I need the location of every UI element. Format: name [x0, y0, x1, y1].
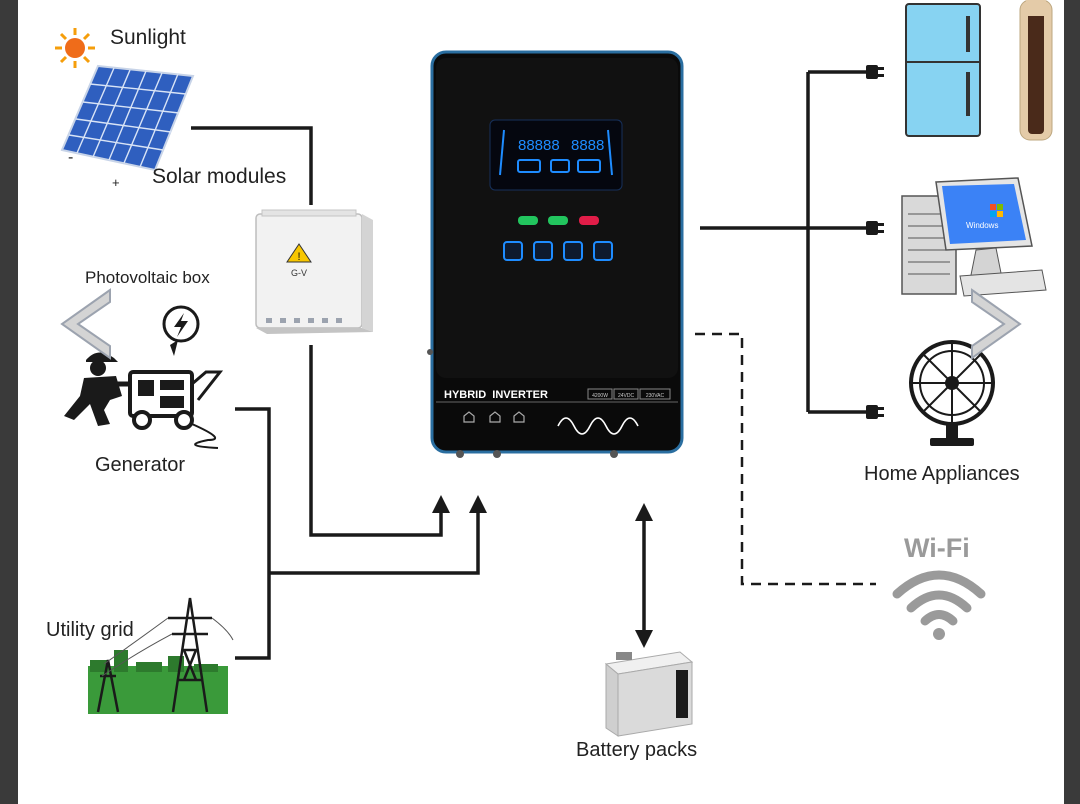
connection-lines — [191, 70, 878, 660]
label-sunlight: Sunlight — [110, 26, 186, 49]
svg-text:!: ! — [297, 251, 300, 263]
utility-grid-icon — [88, 597, 234, 714]
hybrid-inverter-icon: 88888 8888 HYBRID INVERTER 4200W 24VDC 2… — [427, 50, 684, 458]
sun-icon — [55, 28, 95, 68]
line-bus-to-inverter — [269, 510, 480, 575]
plug-icon — [866, 405, 884, 419]
label-solar-modules: Solar modules — [152, 165, 286, 188]
arrow-heads — [432, 495, 653, 648]
line-wifi-dashed — [695, 332, 876, 586]
plug-icon — [866, 65, 884, 79]
refrigerator-icon — [905, 3, 981, 137]
arrow-head-battery-up — [635, 503, 653, 521]
prev-image-button[interactable] — [56, 286, 120, 362]
svg-text:-: - — [68, 149, 73, 166]
arrow-head-pv — [432, 495, 450, 513]
photovoltaic-box-icon: ! G-V — [255, 209, 373, 334]
diagram-svg: - + ! G-V — [46, 0, 1053, 761]
pv-box-brand-text: G-V — [291, 268, 307, 278]
computer-icon: Windows — [901, 177, 1047, 297]
line-solar-to-pvbox — [191, 126, 313, 205]
wifi-icon — [892, 570, 986, 640]
display-readout-2: 8888 — [571, 137, 604, 154]
next-image-button[interactable] — [962, 286, 1026, 362]
label-generator: Generator — [95, 454, 185, 476]
arrow-head-battery-down — [635, 630, 653, 648]
diagram-canvas: - + ! G-V — [18, 0, 1064, 804]
svg-text:+: + — [112, 175, 120, 190]
label-wifi: Wi-Fi — [904, 533, 970, 563]
air-conditioner-icon — [1019, 0, 1053, 141]
display-readout-1: 88888 — [518, 137, 560, 154]
chevron-right-icon — [971, 288, 1022, 360]
arrow-head-bus — [469, 495, 487, 513]
solar-panel-icon: - + — [60, 64, 195, 190]
generator-icon — [64, 305, 224, 449]
inverter-title: HYBRID INVERTER — [444, 389, 548, 401]
line-generator — [235, 407, 271, 660]
line-pvbox-to-inverter — [309, 345, 443, 537]
fan-icon — [909, 340, 995, 446]
spec-tag-2: 24VDC — [618, 393, 635, 399]
label-utility-grid: Utility grid — [46, 619, 134, 641]
monitor-os-text: Windows — [966, 221, 998, 230]
windows-logo-icon — [990, 204, 1003, 217]
label-home-appliances: Home Appliances — [864, 463, 1020, 485]
spec-tag-1: 4200W — [592, 393, 608, 399]
battery-pack-icon — [604, 651, 694, 737]
chevron-left-icon — [60, 288, 111, 360]
label-photovoltaic-box: Photovoltaic box — [85, 268, 210, 287]
plug-icon — [866, 221, 884, 235]
plug-connectors — [866, 65, 884, 419]
spec-tag-3: 230VAC — [646, 393, 665, 399]
label-battery-packs: Battery packs — [576, 739, 697, 761]
